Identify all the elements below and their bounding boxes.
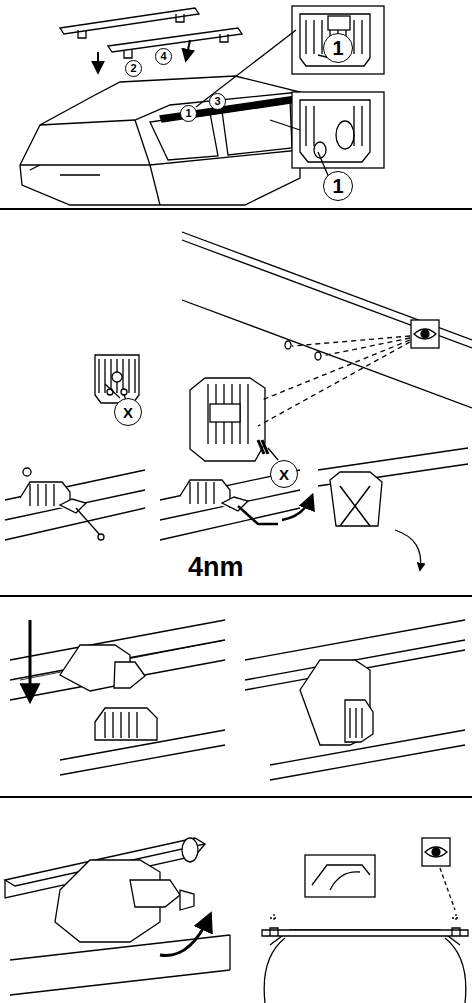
callout-circle: 2 <box>125 60 142 77</box>
foot-detail-top <box>292 6 384 74</box>
bar-tightening <box>5 838 230 995</box>
foot-detail-bottom <box>292 92 384 168</box>
callout-number: 1 <box>332 38 343 58</box>
callout-circle: 1 <box>180 105 197 122</box>
callout-circle: 1 <box>323 33 353 63</box>
eye-symbol <box>411 320 439 348</box>
callout-circle: 3 <box>209 93 226 110</box>
callout-circle: X <box>270 460 298 488</box>
torque-label: 4nm <box>186 552 246 583</box>
callout-circle: X <box>114 398 142 426</box>
callout-number: X <box>123 405 133 420</box>
panel-divider <box>0 209 472 797</box>
callout-circle: 1 <box>323 171 353 201</box>
eye-symbol <box>422 838 450 866</box>
car-body <box>20 76 300 205</box>
leader-line <box>196 30 330 180</box>
callout-number: 3 <box>214 96 220 107</box>
roof-bars <box>60 8 242 72</box>
callout-number: 1 <box>332 176 343 196</box>
callout-number: 1 <box>185 108 191 119</box>
callout-number: 4 <box>160 51 166 62</box>
sight-line <box>258 336 410 426</box>
leader-line <box>105 384 278 460</box>
callout-number: X <box>279 467 289 482</box>
callout-number: 2 <box>130 63 136 74</box>
callout-circle: 4 <box>155 48 172 65</box>
foot-pad <box>95 341 321 461</box>
bar-lowering <box>10 620 465 780</box>
car-cross-section <box>262 855 468 1003</box>
